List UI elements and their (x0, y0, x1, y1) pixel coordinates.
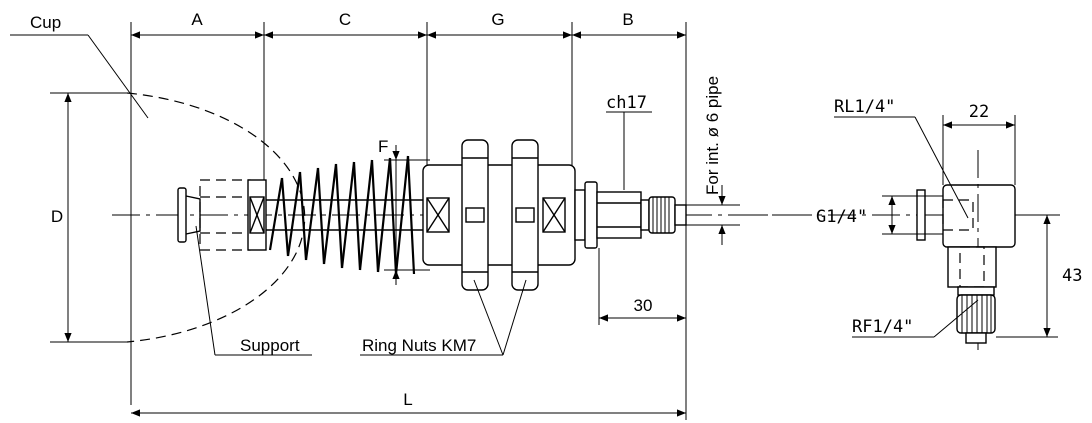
dim-30-label: 30 (634, 296, 653, 315)
dim-l-label: L (403, 390, 412, 409)
pipe-dimension: For int. ø 6 pipe (686, 76, 740, 245)
g14-dimension: G1/4" (816, 195, 943, 235)
cup-label: Cup (30, 13, 61, 32)
pipe-fitting: ch17 (574, 93, 687, 249)
dim-43: 43 (996, 214, 1082, 338)
dim-f: F (378, 137, 430, 285)
ring-nuts-label: Ring Nuts KM7 (362, 336, 476, 355)
dim-22: 22 (942, 102, 1016, 185)
dim-c-label: C (339, 10, 351, 29)
dim-b-label: B (622, 10, 633, 29)
dim-l: L (131, 390, 686, 417)
dim-f-label: F (378, 137, 388, 156)
dim-d: D (50, 92, 127, 343)
dim-d-label: D (51, 207, 63, 226)
main-body: Ring Nuts KM7 (360, 139, 576, 356)
suction-pad-support: Support (177, 179, 312, 356)
dim-30: 30 (598, 248, 686, 325)
hex-nut-left (247, 179, 267, 251)
elbow-fitting-detail (916, 150, 1016, 350)
for-pipe-label: For int. ø 6 pipe (703, 76, 722, 195)
rl-callout: RL1/4" (834, 97, 969, 219)
ch17-label: ch17 (606, 93, 647, 113)
ring-nut-2 (511, 139, 539, 291)
g14-label: G1/4" (816, 207, 867, 227)
rf-label: RF1/4" (852, 317, 913, 337)
support-label: Support (240, 336, 300, 355)
dim-a-label: A (191, 10, 203, 29)
dim-22-label: 22 (969, 102, 989, 122)
rl-label: RL1/4" (834, 97, 895, 117)
rf-callout: RF1/4" (852, 299, 979, 338)
dim-43-label: 43 (1062, 266, 1082, 286)
spring (266, 155, 427, 275)
ring-nut-1 (461, 139, 489, 291)
dim-g-label: G (491, 10, 504, 29)
cup-outline: Cup (10, 13, 306, 343)
